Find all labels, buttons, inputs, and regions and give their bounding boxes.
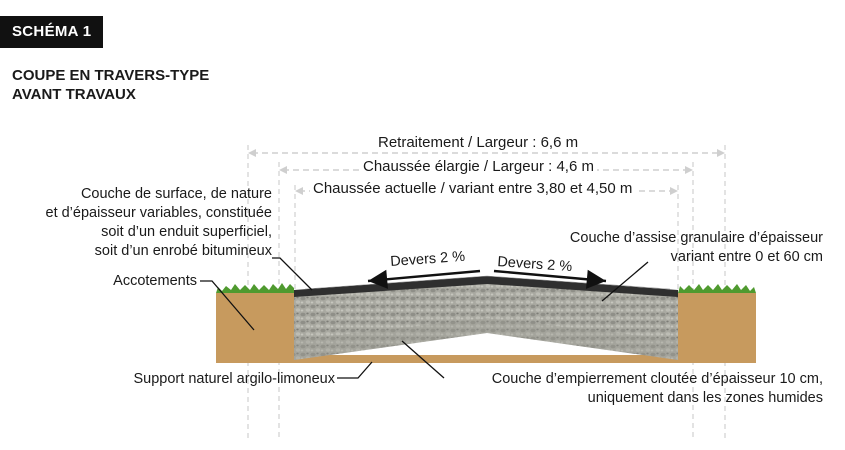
surface-label-line-3: soit d’un enduit superficiel, [101, 224, 272, 240]
empierrement-label: Couche d’empierrement cloutée d’épaisseu… [492, 370, 823, 408]
leader-empierrement [401, 340, 445, 379]
leader-assise [601, 261, 649, 302]
leader-support [337, 361, 373, 379]
leader-accotements [200, 280, 255, 331]
devers-arrow-left [367, 269, 481, 289]
devers-arrow-right [493, 269, 607, 289]
surface-label-line-1: Couche de surface, de nature [80, 186, 272, 202]
grass-left [216, 283, 294, 293]
leader-surface [272, 257, 313, 291]
elargie-dimension-label: Chaussée élargie / Largeur : 4,6 m [360, 158, 597, 175]
leader-lines [200, 257, 649, 379]
assise-label-line-2: variant entre 0 et 60 cm [670, 249, 823, 265]
retraitement-dimension-label: Retraitement / Largeur : 6,6 m [375, 134, 582, 151]
grass-right [678, 284, 756, 293]
surface-highlight [304, 275, 671, 290]
title-line-1: COUPE EN TRAVERS-TYPE [12, 67, 210, 84]
natural-soil-support [216, 293, 756, 363]
assise-label-line-1: Couche d’assise granulaire d’épaisseur [569, 230, 823, 246]
assise-label: Couche d’assise granulaire d’épaisseur v… [570, 229, 823, 267]
dimension-arrowheads [248, 149, 725, 195]
accotements-label: Accotements [113, 273, 197, 289]
support-label: Support naturel argilo-limoneux [133, 371, 336, 387]
granular-base-layer [294, 283, 678, 360]
studded-layer [294, 318, 678, 360]
schema-badge: SCHÉMA 1 [0, 16, 104, 48]
diagram-title: COUPE EN TRAVERS-TYPE AVANT TRAVAUX [12, 66, 209, 104]
surface-layer-label: Couche de surface, de nature et d’épaiss… [46, 185, 273, 261]
empierrement-label-line-1: Couche d’empierrement cloutée d’épaisseu… [491, 371, 823, 387]
actuelle-dimension-label: Chaussée actuelle / variant entre 3,80 e… [310, 180, 636, 197]
empierrement-label-line-2: uniquement dans les zones humides [587, 390, 823, 406]
surface-label-line-2: et d’épaisseur variables, constituée [45, 205, 273, 221]
title-line-2: AVANT TRAVAUX [12, 86, 136, 103]
surface-label-line-4: soit d’un enrobé bitumineux [94, 243, 272, 259]
